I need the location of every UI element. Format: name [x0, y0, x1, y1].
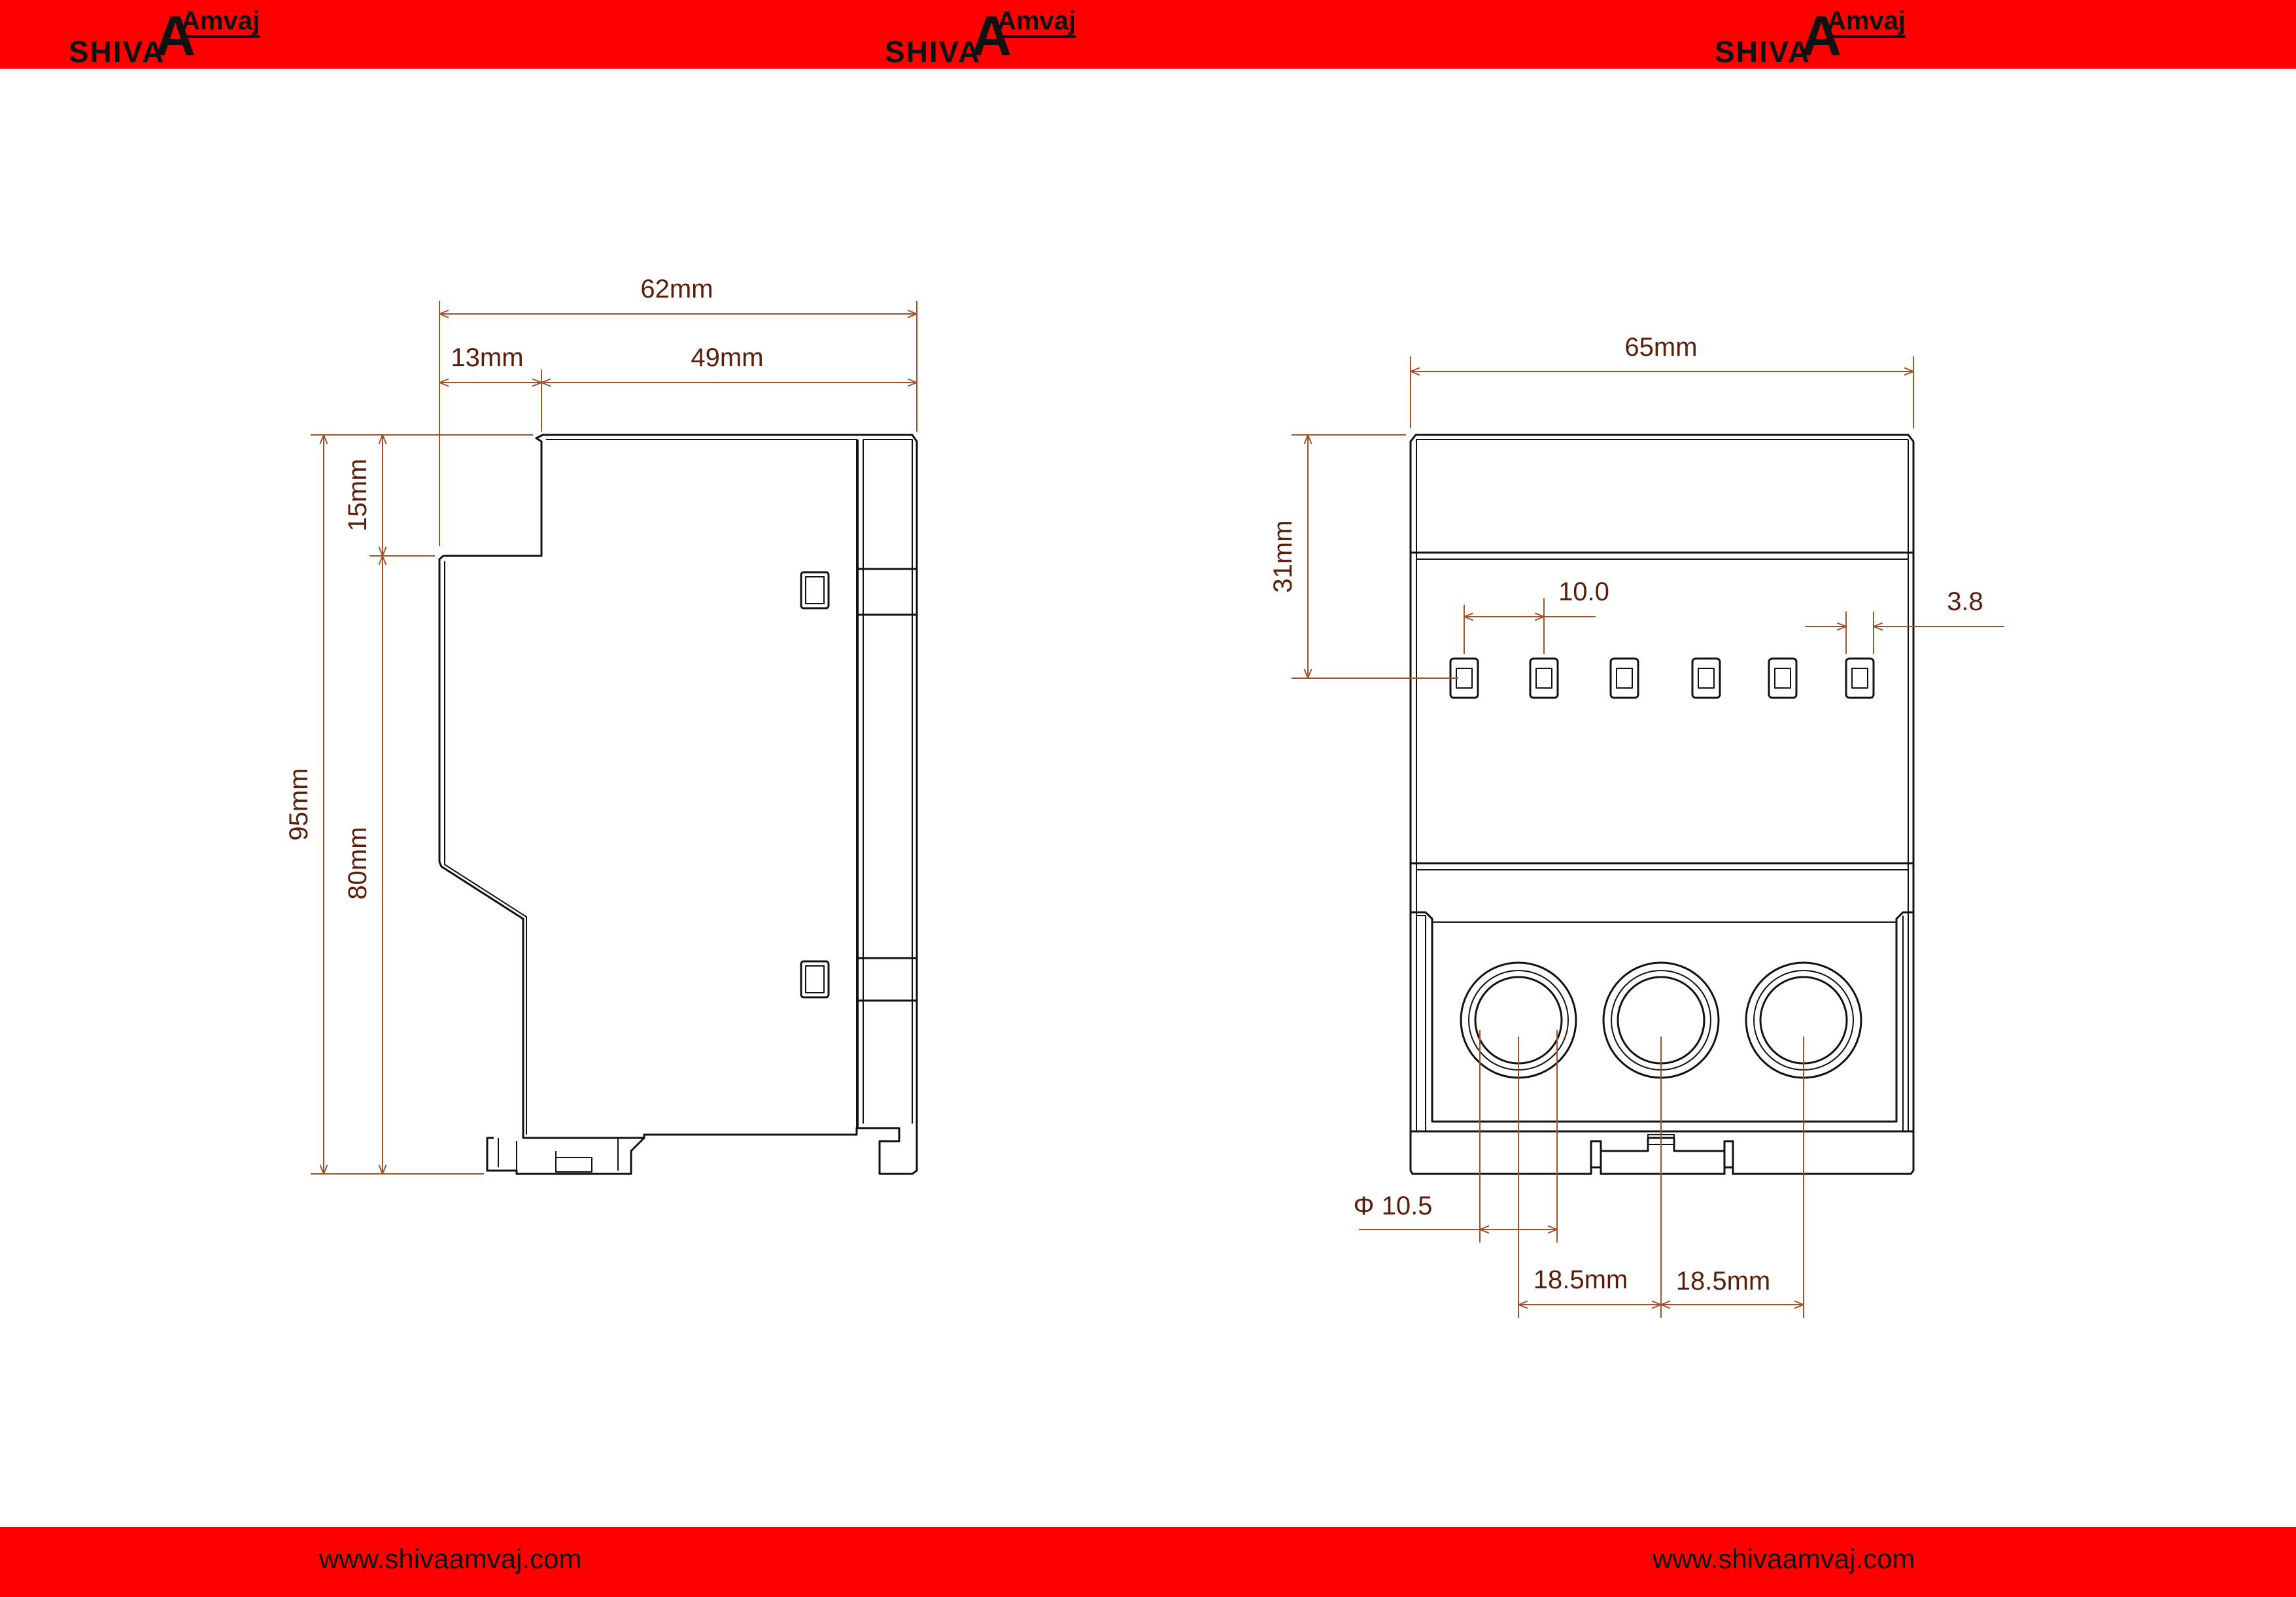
- dim-top-step: 15mm: [343, 458, 372, 531]
- header-band: [0, 0, 2296, 69]
- brand-logo: A SHIVA Amvaj: [885, 5, 1076, 69]
- side-view: 62mm 13mm 49mm 15mm 95mm 80mm: [284, 275, 918, 1175]
- website-link[interactable]: www.shivaamvaj.com: [1653, 1543, 1915, 1574]
- front-view: 65mm 31mm 10.0 3.8 Φ 10.5 18.5mm 18.5mm: [1269, 333, 2004, 1318]
- logo-shiva: SHIVA: [69, 35, 165, 69]
- dim-overall-height: 95mm: [284, 768, 313, 840]
- dim-rail-offset: 13mm: [451, 343, 523, 372]
- logo-amvaj: Amvaj: [1827, 7, 1906, 38]
- dim-front-width: 65mm: [1624, 333, 1697, 362]
- dim-terminal-width: 3.8: [1947, 587, 1983, 616]
- logo-shiva: SHIVA: [1715, 35, 1811, 69]
- brand-logo: A SHIVA Amvaj: [69, 5, 260, 69]
- dim-hole-spacing-2: 18.5mm: [1676, 1267, 1771, 1296]
- logo-amvaj: Amvaj: [997, 7, 1076, 38]
- dim-terminal-pitch: 10.0: [1558, 577, 1609, 606]
- dim-overall-width: 62mm: [640, 275, 713, 303]
- dim-terminal-height: 31mm: [1269, 520, 1297, 592]
- logo-shiva: SHIVA: [885, 35, 982, 69]
- dim-hole-diameter: Φ 10.5: [1354, 1192, 1433, 1220]
- website-link[interactable]: www.shivaamvaj.com: [319, 1543, 582, 1574]
- dim-hole-spacing-1: 18.5mm: [1534, 1265, 1628, 1294]
- logo-amvaj: Amvaj: [181, 7, 260, 38]
- brand-logo: A SHIVA Amvaj: [1715, 5, 1906, 69]
- footer-band: [0, 1527, 2296, 1597]
- dim-body-height: 80mm: [343, 827, 372, 899]
- dim-body-depth: 49mm: [691, 343, 763, 372]
